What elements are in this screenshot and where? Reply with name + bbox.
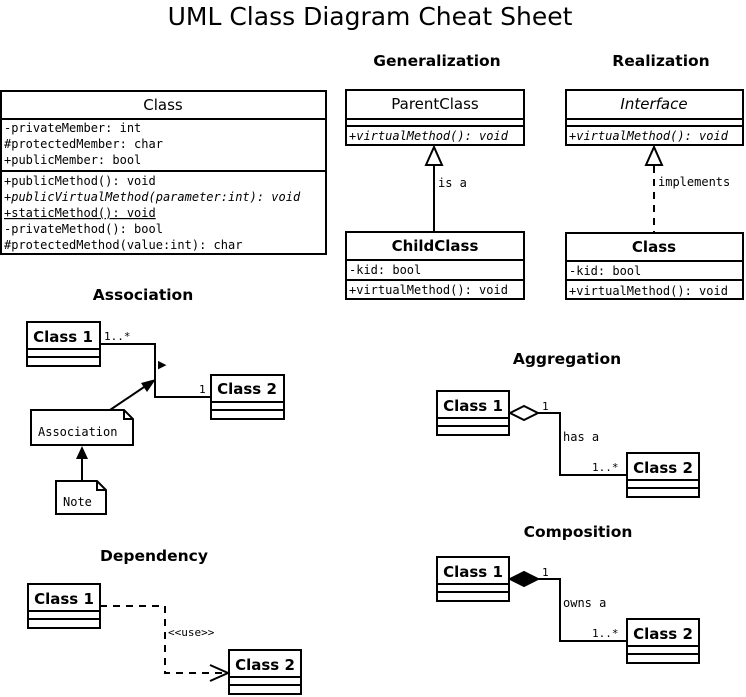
main-class-attr: +publicMember: bool — [4, 153, 141, 167]
aggregation-mult2: 1..* — [592, 461, 619, 474]
generalization-arrow — [424, 144, 444, 232]
composition-class2-name: Class 2 — [633, 625, 693, 643]
association-note: Association — [30, 409, 134, 446]
interface-name: Interface — [620, 95, 687, 113]
open-arrowhead-icon — [209, 664, 231, 682]
parent-class-name: ParentClass — [391, 95, 479, 113]
association-mult1: 1..* — [104, 330, 131, 343]
dependency-class2-name: Class 2 — [235, 656, 295, 674]
implementing-class-attr: -kid: bool — [569, 264, 641, 278]
association-direction-icon: ▶ — [158, 358, 167, 371]
main-class-method: #protectedMethod(value:int): char — [4, 238, 242, 252]
hollow-diamond-icon — [507, 404, 541, 422]
aggregation-class2-box: Class 2 — [626, 452, 700, 498]
composition-mult1: 1 — [542, 566, 549, 579]
realization-arrow — [644, 144, 664, 233]
note-text: Note — [63, 495, 92, 509]
association-class2-name: Class 2 — [217, 380, 277, 398]
main-class-attr: -privateMember: int — [4, 121, 141, 135]
interface-box: Interface +virtualMethod(): void — [565, 89, 744, 146]
dependency-class1-box: Class 1 — [27, 583, 101, 629]
association-class1-box: Class 1 — [26, 321, 101, 367]
composition-label: owns a — [563, 596, 606, 610]
note-box: Note — [55, 480, 107, 515]
generalization-label: is a — [438, 176, 467, 190]
aggregation-class1-box: Class 1 — [436, 390, 510, 436]
association-line — [100, 343, 211, 398]
heading-generalization: Generalization — [373, 52, 500, 70]
composition-mult2: 1..* — [592, 627, 619, 640]
association-class1-name: Class 1 — [33, 328, 93, 346]
arrowhead-icon — [141, 379, 156, 392]
heading-realization: Realization — [612, 52, 709, 70]
composition-class1-name: Class 1 — [443, 563, 503, 581]
heading-composition: Composition — [524, 523, 633, 541]
main-class-method-static: +staticMethod(): void — [4, 206, 156, 220]
hollow-triangle-icon — [644, 144, 664, 166]
child-class-name: ChildClass — [392, 237, 479, 255]
child-class-attr: -kid: bool — [349, 263, 421, 277]
dependency-class1-name: Class 1 — [34, 590, 94, 608]
dependency-class2-box: Class 2 — [228, 649, 302, 695]
main-class-attr: #protectedMember: char — [4, 137, 163, 151]
arrowhead-icon — [76, 446, 88, 459]
main-class-method-virtual: +publicVirtualMethod(parameter:int): voi… — [4, 190, 301, 204]
heading-association: Association — [93, 286, 193, 304]
aggregation-mult1: 1 — [542, 400, 549, 413]
main-class-method: -privateMethod(): bool — [4, 222, 163, 236]
diagram-title: UML Class Diagram Cheat Sheet — [168, 2, 573, 31]
interface-method: +virtualMethod(): void — [569, 129, 729, 143]
association-mult2: 1 — [199, 383, 206, 396]
implementing-class-name: Class — [632, 238, 676, 256]
filled-diamond-icon — [507, 570, 541, 588]
implementing-class-method: +virtualMethod(): void — [569, 284, 728, 298]
aggregation-class2-name: Class 2 — [633, 459, 693, 477]
child-class-method: +virtualMethod(): void — [349, 283, 508, 297]
dependency-line — [100, 605, 227, 674]
child-class-box: ChildClass -kid: bool +virtualMethod(): … — [345, 231, 525, 300]
composition-class1-box: Class 1 — [436, 556, 510, 602]
realization-label: implements — [658, 175, 730, 189]
hollow-triangle-icon — [424, 144, 444, 166]
main-class-box: Class -privateMember: int #protectedMemb… — [0, 90, 327, 255]
aggregation-line — [538, 412, 627, 476]
heading-dependency: Dependency — [100, 547, 208, 565]
composition-line — [538, 578, 627, 642]
parent-class-method: +virtualMethod(): void — [349, 129, 509, 143]
parent-class-box: ParentClass +virtualMethod(): void — [345, 89, 525, 146]
aggregation-class1-name: Class 1 — [443, 397, 503, 415]
heading-aggregation: Aggregation — [513, 350, 621, 368]
note-anchor-line — [109, 382, 151, 411]
aggregation-label: has a — [563, 430, 599, 444]
composition-class2-box: Class 2 — [626, 618, 700, 664]
main-class-name: Class — [143, 96, 183, 114]
association-class2-box: Class 2 — [210, 374, 285, 420]
dependency-label: <<use>> — [168, 626, 215, 639]
implementing-class-box: Class -kid: bool +virtualMethod(): void — [565, 232, 744, 300]
main-class-method: +publicMethod(): void — [4, 174, 156, 188]
association-note-text: Association — [38, 425, 117, 439]
